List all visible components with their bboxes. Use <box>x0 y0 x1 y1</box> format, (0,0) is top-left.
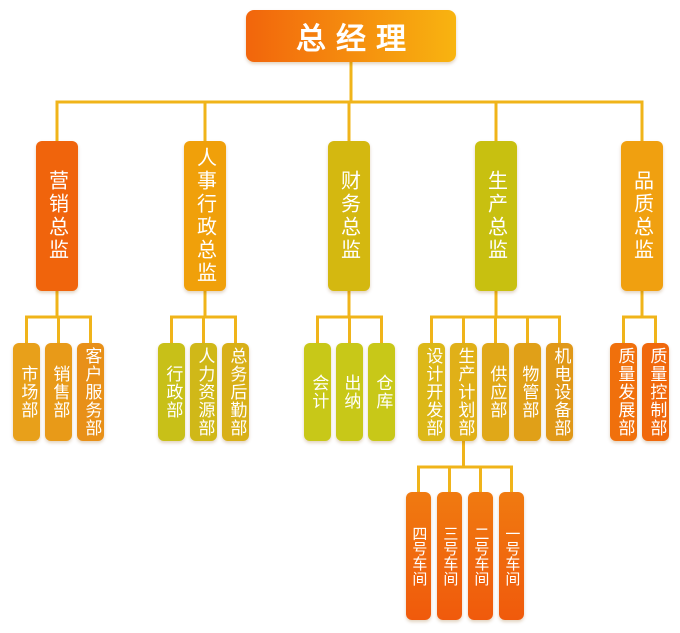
subdept-warehouse: 仓库 <box>368 343 395 441</box>
subdept-design-development: 设计开发部 <box>418 343 445 441</box>
subdept-market: 市场部 <box>13 343 40 441</box>
workshop-2: 二号车间 <box>468 492 493 620</box>
subdept-cashier: 出纳 <box>336 343 363 441</box>
subdept-sales: 销售部 <box>45 343 72 441</box>
dept-label: 营销总监 <box>45 170 70 262</box>
subdept-label: 人力资源部 <box>194 347 215 437</box>
subdept-label: 物管部 <box>518 365 539 419</box>
dept-production-director: 生产总监 <box>475 141 517 291</box>
root-label: 总经理 <box>296 22 416 57</box>
dept-label: 品质总监 <box>630 170 655 262</box>
subdept-electromechanical-equipment: 机电设备部 <box>546 343 573 441</box>
dept-hr-admin-director: 人事行政总监 <box>184 141 226 291</box>
subdept-label: 行政部 <box>162 365 183 419</box>
subdept-label: 设计开发部 <box>422 347 443 437</box>
subdept-admin: 行政部 <box>158 343 185 441</box>
subdept-label: 销售部 <box>49 365 70 419</box>
subdept-materials-management: 物管部 <box>514 343 541 441</box>
subdept-quality-control: 质量控制部 <box>642 343 669 441</box>
workshop-label: 四号车间 <box>410 526 429 586</box>
dept-label: 财务总监 <box>337 170 362 262</box>
subdept-accounting: 会计 <box>304 343 331 441</box>
dept-finance-director: 财务总监 <box>328 141 370 291</box>
workshop-label: 一号车间 <box>503 526 522 586</box>
subdept-label: 总务后勤部 <box>226 347 247 437</box>
subdept-label: 供应部 <box>486 365 507 419</box>
subdept-supply: 供应部 <box>482 343 509 441</box>
workshop-label: 二号车间 <box>472 526 491 586</box>
dept-quality-director: 品质总监 <box>621 141 663 291</box>
dept-marketing-director: 营销总监 <box>36 141 78 291</box>
subdept-label: 仓库 <box>372 374 393 410</box>
subdept-label: 市场部 <box>17 365 38 419</box>
subdept-label: 出纳 <box>340 374 361 410</box>
subdept-label: 质量控制部 <box>646 347 667 437</box>
subdept-production-planning: 生产计划部 <box>450 343 477 441</box>
subdept-quality-development: 质量发展部 <box>610 343 637 441</box>
dept-label: 生产总监 <box>484 170 509 262</box>
subdept-label: 机电设备部 <box>550 347 571 437</box>
root-general-manager: 总经理 <box>246 10 456 62</box>
subdept-general-logistics: 总务后勤部 <box>222 343 249 441</box>
subdept-label: 生产计划部 <box>454 347 475 437</box>
subdept-label: 质量发展部 <box>614 347 635 437</box>
workshop-1: 一号车间 <box>499 492 524 620</box>
workshop-label: 三号车间 <box>441 526 460 586</box>
workshop-4: 四号车间 <box>406 492 431 620</box>
workshop-3: 三号车间 <box>437 492 462 620</box>
subdept-human-resources: 人力资源部 <box>190 343 217 441</box>
subdept-label: 会计 <box>308 374 329 410</box>
dept-label: 人事行政总监 <box>193 147 218 285</box>
subdept-customer-service: 客户服务部 <box>77 343 104 441</box>
subdept-label: 客户服务部 <box>81 347 102 437</box>
